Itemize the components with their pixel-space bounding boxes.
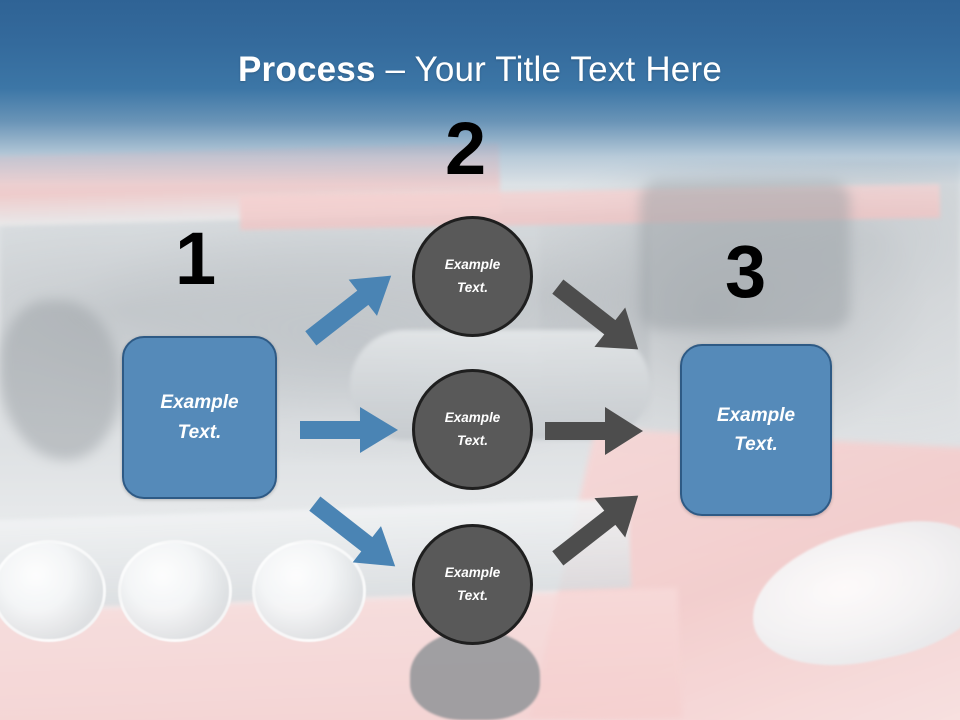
process-circle-3-line2: Text.: [456, 587, 488, 603]
arrow-blue-right-icon[interactable]: [300, 404, 400, 456]
process-circle-2[interactable]: Example Text.: [412, 369, 533, 490]
arrow-gray-right-icon[interactable]: [545, 405, 645, 457]
page-title-rest: – Your Title Text Here: [375, 50, 722, 89]
engine-dark-shape-b: [640, 180, 850, 330]
step-number-3: 3: [725, 230, 767, 313]
process-circle-3-text: Example Text.: [445, 562, 501, 607]
process-circle-2-line1: Example: [444, 410, 501, 426]
arrow-blue-down-right-icon[interactable]: [300, 496, 410, 570]
process-circle-3-line1: Example: [444, 565, 501, 581]
process-circle-1-line2: Text.: [456, 279, 488, 295]
headlight-right: [252, 540, 366, 642]
headlight-left: [0, 540, 106, 642]
process-circle-1-line1: Example: [444, 257, 501, 273]
process-box-left-line2: Text.: [177, 421, 222, 443]
process-box-left-line1: Example: [160, 392, 239, 414]
arrow-gray-up-right-icon[interactable]: [543, 492, 653, 566]
process-box-right-line2: Text.: [734, 434, 778, 455]
grille-dark-shape: [410, 630, 540, 720]
process-circle-1[interactable]: Example Text.: [412, 216, 533, 337]
headlight-mid: [118, 540, 232, 642]
engine-dark-shape-a: [0, 300, 120, 460]
process-circle-1-text: Example Text.: [445, 254, 501, 299]
process-circle-2-line2: Text.: [456, 432, 488, 448]
process-box-right-text: Example Text.: [717, 401, 795, 460]
process-box-left[interactable]: Example Text.: [122, 336, 277, 499]
arrow-gray-down-right-icon[interactable]: [543, 279, 653, 353]
step-number-2: 2: [445, 107, 487, 190]
process-circle-3[interactable]: Example Text.: [412, 524, 533, 645]
step-number-1: 1: [175, 217, 217, 300]
page-title-bold: Process: [238, 50, 376, 89]
process-circle-2-text: Example Text.: [445, 407, 501, 452]
page-title: Process – Your Title Text Here: [0, 50, 960, 90]
process-box-right[interactable]: Example Text.: [680, 344, 832, 516]
process-box-left-text: Example Text.: [160, 388, 238, 447]
process-box-right-line1: Example: [716, 404, 796, 426]
arrow-blue-up-right-icon[interactable]: [296, 272, 406, 346]
